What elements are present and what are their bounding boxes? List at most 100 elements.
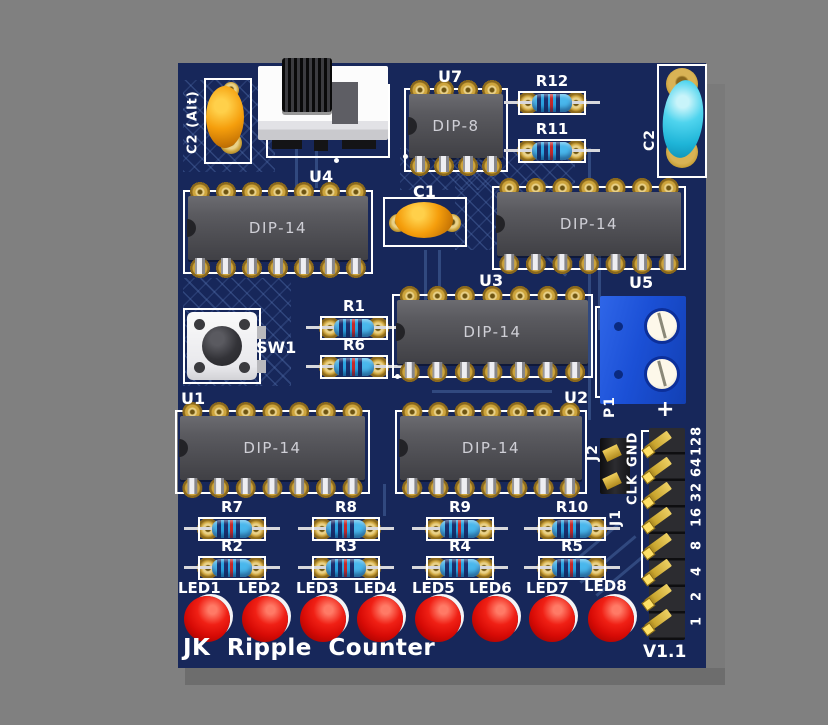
copper-trace: [438, 250, 441, 300]
resistor-outline: [198, 517, 266, 541]
header-j2-ref: J2: [585, 444, 601, 462]
dip-pad-row: [396, 362, 589, 382]
tact-switch-corner-pin: [194, 319, 205, 330]
resistor-r11-label: R11: [535, 120, 569, 138]
header-j1-outline: [641, 430, 650, 432]
ic-u7-ref: U7: [438, 67, 463, 86]
ic-u3: DIP-14: [392, 286, 593, 382]
terminal-polarity-label: +: [656, 397, 675, 422]
resistor-r12-label: R12: [535, 72, 569, 90]
ic-u3-ref: U3: [479, 271, 504, 290]
ic-body: DIP-14: [400, 416, 582, 480]
resistor-r7: [184, 516, 280, 542]
resistor-r9-label: R9: [449, 498, 471, 516]
resistor-r4-label: R4: [449, 537, 471, 555]
terminal-u5-ref: U5: [629, 273, 654, 292]
capacitor-c2-outline: [657, 64, 707, 178]
resistor-outline: [426, 556, 494, 580]
slide-switch-pin: [272, 138, 302, 149]
header-j2-pin-label-clk: CLK: [625, 474, 641, 506]
resistor-body: [326, 559, 366, 577]
resistor-r9: [412, 516, 508, 542]
terminal-outline: [595, 396, 604, 398]
resistor-r12: [504, 90, 600, 116]
ic-package-label: DIP-14: [248, 219, 308, 237]
resistor-outline: [538, 517, 606, 541]
resistor-r8: [298, 516, 394, 542]
resistor-outline: [426, 517, 494, 541]
resistor-r8-label: R8: [335, 498, 357, 516]
resistor-r4: [412, 555, 508, 581]
resistor-outline: [320, 355, 388, 379]
capacitor-c1-body: [395, 202, 453, 238]
resistor-body: [212, 520, 252, 538]
ic-u1: DIP-14: [175, 402, 370, 498]
slide-switch-pin: [342, 138, 376, 149]
tact-switch-pin: [257, 360, 266, 373]
led4-body: [357, 596, 403, 642]
ic-body: DIP-14: [188, 196, 368, 260]
copper-trace: [295, 146, 298, 200]
dip-pad-row: [179, 478, 366, 498]
ic-package-label: DIP-8: [432, 117, 480, 135]
resistor-r10: [524, 516, 620, 542]
copper-trace: [315, 146, 318, 188]
tact-switch-corner-pin: [194, 362, 205, 373]
resistor-body: [334, 319, 374, 337]
dip-pad-row: [399, 478, 583, 498]
tact-switch-ref: SW1: [256, 338, 297, 357]
led7-body: [529, 596, 575, 642]
resistor-body: [532, 94, 572, 112]
led2-label: LED2: [238, 579, 281, 597]
resistor-r5: [524, 555, 620, 581]
copper-trace: [588, 148, 591, 420]
resistor-r5-label: R5: [561, 537, 583, 555]
led3-body: [300, 596, 346, 642]
resistor-r1-label: R1: [343, 297, 365, 315]
resistor-r2-label: R2: [221, 537, 243, 555]
board-version: V1.1: [643, 642, 687, 662]
dip-pad-row: [496, 254, 682, 274]
capacitor-c1-outline: [383, 197, 467, 247]
header-j2-pin-label-gnd: GND: [625, 431, 641, 467]
led4-label: LED4: [354, 579, 397, 597]
tact-switch-outline: [183, 308, 261, 384]
led1-body: [184, 596, 230, 642]
led8-label: LED8: [584, 577, 627, 595]
header-j1-bit-label: 1: [689, 615, 705, 627]
copper-trace: [432, 390, 552, 393]
header-j1-outline: [641, 430, 643, 578]
led1-label: LED1: [178, 579, 221, 597]
ic-package-label: DIP-14: [463, 323, 522, 341]
led5-label: LED5: [412, 579, 455, 597]
silkscreen-dot: [395, 374, 400, 379]
terminal-body: [600, 296, 686, 404]
ic-body: DIP-14: [497, 192, 681, 256]
board-title: JK Ripple Counter: [183, 635, 436, 661]
terminal-outline: [595, 306, 604, 308]
resistor-outline: [312, 517, 380, 541]
led8-body: [588, 596, 634, 642]
terminal-wire-hole: [614, 322, 623, 331]
resistor-body: [532, 142, 572, 160]
led7-label: LED7: [526, 579, 569, 597]
resistor-outline: [320, 316, 388, 340]
copper-trace: [383, 484, 386, 516]
ic-u2: DIP-14: [395, 402, 587, 498]
resistor-r10-label: R10: [555, 498, 589, 516]
terminal-p1-label: P1: [602, 396, 618, 419]
tact-switch-corner-pin: [239, 362, 250, 373]
ic-u4-ref: U4: [309, 167, 334, 186]
resistor-r6: [306, 354, 402, 380]
resistor-r3: [298, 555, 394, 581]
terminal-wire-hole: [614, 370, 623, 379]
ic-package-label: DIP-14: [559, 215, 619, 233]
slide-switch-recess: [332, 82, 358, 124]
resistor-r1: [306, 315, 402, 341]
resistor-body: [552, 559, 592, 577]
silkscreen-dot: [334, 158, 339, 163]
terminal-screw: [644, 308, 680, 344]
resistor-body: [552, 520, 592, 538]
ic-body: DIP-14: [397, 300, 588, 364]
